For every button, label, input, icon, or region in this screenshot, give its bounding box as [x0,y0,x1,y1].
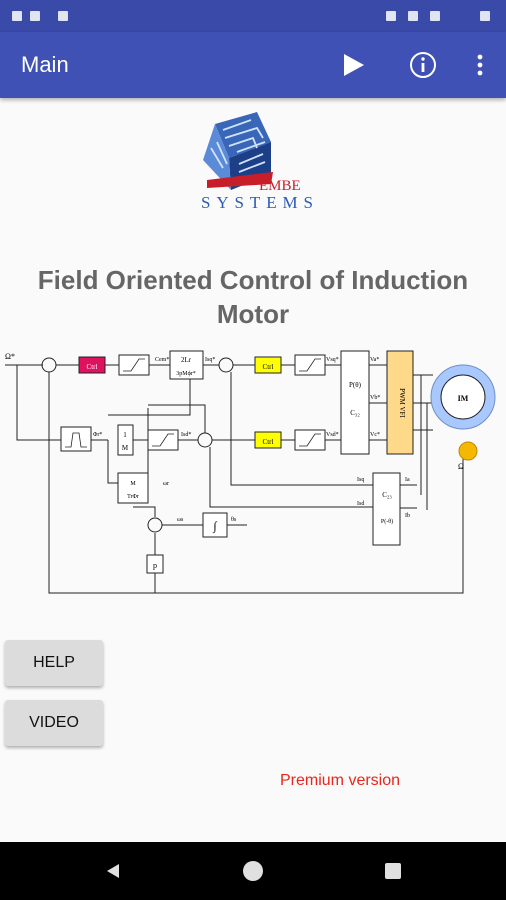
gain-numerator: 2Lr [181,356,192,364]
vc-label: Vc* [370,432,380,438]
integral-symbol: ∫ [212,519,217,533]
ctrl-label: Ctrl [87,363,98,371]
limiter-block [294,429,326,451]
ib-label: Ib [405,513,410,519]
pole-pairs-block [146,554,164,574]
speed-sensor-icon [458,441,478,461]
clock-icon [480,11,490,21]
info-button[interactable] [406,48,440,82]
speed-ref-label: Ω* [5,352,15,361]
gain-numerator: 1 [123,431,127,439]
speed-label: Ω [458,462,464,471]
speed-controller-block [78,356,106,374]
motor-icon [440,374,486,420]
ctrl-label: Ctrl [263,438,274,446]
clarke-label: C₂₃ [382,491,392,499]
play-icon [344,54,364,76]
video-button[interactable]: VIDEO [5,700,103,746]
play-button[interactable] [336,48,370,82]
home-button[interactable] [243,861,263,881]
motor-label: IM [458,394,469,403]
limiter-block [118,354,150,376]
recent-apps-button[interactable] [385,863,401,879]
isq-controller-block [254,356,282,374]
pwm-label: PWM VFI [398,388,406,418]
foc-block-diagram: Ctrl 2Lr 3pMϕr* Ctrl P(θ) C₃₂ PWM VFI IM… [5,345,500,600]
park-block [372,472,401,546]
gain-denominator: 3pMϕr* [176,371,196,377]
premium-version-link[interactable]: Premium version [279,772,401,789]
torque-gain-block [169,350,204,380]
isq-ref-label: Isq* [205,357,215,363]
page-title-line: Motor [216,299,290,329]
signal-icon [408,11,418,21]
info-icon [410,52,436,78]
pole-pairs-label: p [153,561,157,570]
ia-label: Ia [405,477,410,483]
embe-systems-logo: EMBE SYSTEMS [195,108,317,216]
status-icon [30,11,40,21]
ws-label: ωs [177,517,184,523]
logo-text-embe: EMBE [259,178,301,194]
status-icon [58,11,68,21]
status-icon [12,11,22,21]
integrator-block [202,512,228,538]
park-inverse-block [340,350,370,455]
ctrl-label: Ctrl [263,363,274,371]
vsq-label: Vsq* [326,357,339,363]
slip-calc-block [117,472,149,504]
battery-icon [430,11,440,21]
overflow-menu-button[interactable] [468,48,492,82]
clarke-label: C₃₂ [350,409,360,417]
slip-numerator: M [130,481,136,487]
pwm-inverter-block [386,350,414,455]
more-vert-icon [477,54,483,76]
isd-ref-label: Isd* [181,432,191,438]
navigation-bar [0,842,506,900]
theta-label: θs [231,517,237,523]
app-bar: Main [0,32,506,98]
flux-gain-block [117,424,134,456]
limiter-block [147,429,179,451]
wr-label: ωr [163,481,169,487]
page-title-line: Field Oriented Control of Induction [37,265,469,295]
back-icon [107,864,119,878]
logo-text-systems: SYSTEMS [201,193,313,212]
isd-label: Isd [357,501,364,507]
park-label: P(-θ) [381,518,393,525]
isd-controller-block [254,431,282,449]
slip-denominator: TrΦr [127,494,139,500]
gain-denominator: M [122,444,129,452]
page-title: Field Oriented Control of Induction Moto… [0,263,506,331]
app-title: Main [21,52,69,77]
vsd-label: Vsd* [326,432,339,438]
cem-label: Cem* [155,357,169,363]
help-button[interactable]: HELP [5,640,103,686]
phi-label: Φr* [93,432,102,438]
vb-label: Vb* [370,395,380,401]
status-bar [0,0,506,32]
isq-label: Isq [357,477,364,483]
wifi-icon [386,11,396,21]
back-button[interactable] [103,861,123,881]
limiter-block [294,354,326,376]
va-label: Va* [370,357,379,363]
park-label: P(θ) [349,381,362,389]
